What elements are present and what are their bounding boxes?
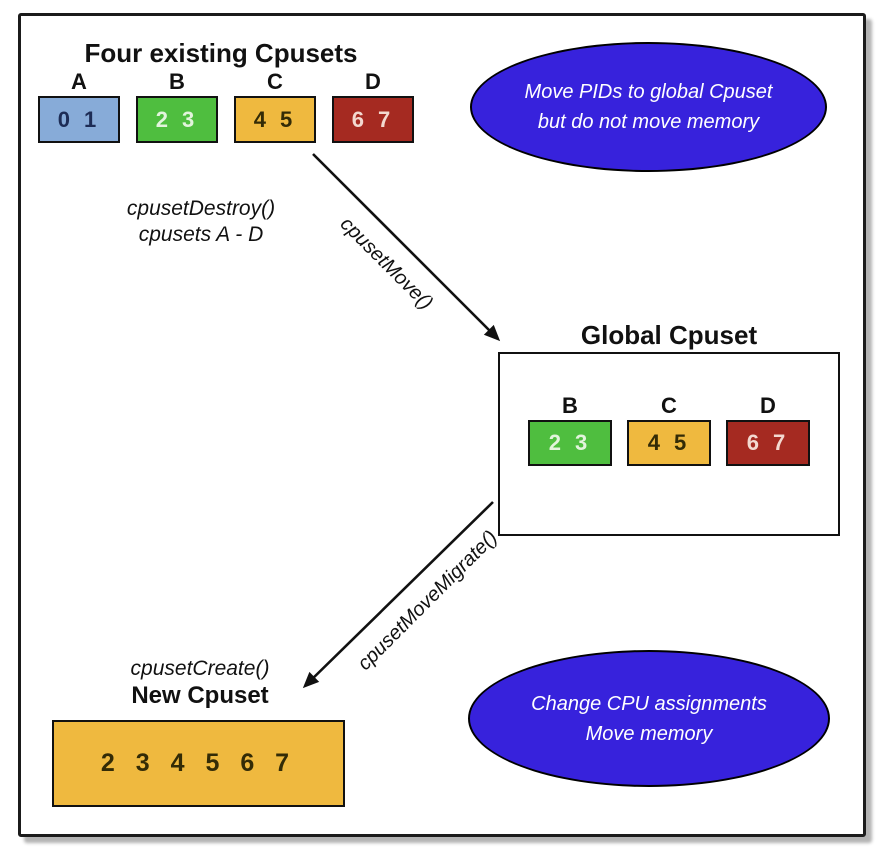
global-cpuset-c: C 4 5	[627, 394, 711, 466]
existing-cpusets-title: Four existing Cpusets	[84, 38, 358, 68]
move-pids-bubble: Move PIDs to global Cpuset but do not mo…	[470, 42, 827, 172]
new-cpuset-box: 2 3 4 5 6 7	[52, 720, 345, 807]
cpuset-b: B 2 3	[136, 68, 218, 143]
cpuset-a-label: A	[71, 69, 87, 94]
cpuset-a-box: 0 1	[38, 96, 120, 143]
global-cpuset-b: B 2 3	[528, 394, 612, 466]
change-cpu-bubble: Change CPU assignments Move memory	[468, 650, 830, 787]
move-pids-bubble-line1: Move PIDs to global Cpuset	[524, 81, 773, 103]
cpuset-b-box: 2 3	[136, 96, 218, 143]
global-cpuset-b-label: B	[562, 393, 578, 418]
cpuset-b-label: B	[169, 69, 185, 94]
move-pids-bubble-line2: but do not move memory	[537, 111, 760, 133]
global-cpuset-b-box: 2 3	[528, 420, 612, 466]
global-cpuset-c-label: C	[661, 393, 677, 418]
global-cpuset-title: Global Cpuset	[580, 320, 758, 350]
cpuset-d-box: 6 7	[332, 96, 414, 143]
destroy-note-line1: cpusetDestroy()	[126, 197, 276, 220]
destroy-note: cpusetDestroy() cpusets A - D	[90, 196, 312, 248]
change-cpu-bubble-line1: Change CPU assignments	[531, 692, 767, 715]
cpuset-d: D 6 7	[332, 68, 414, 143]
cpuset-a: A 0 1	[38, 68, 120, 143]
new-cpuset-title: New Cpuset	[131, 682, 269, 709]
change-cpu-bubble-line2: Move memory	[585, 722, 713, 745]
global-cpuset-d-label: D	[760, 393, 776, 418]
create-note: cpusetCreate() New Cpuset	[88, 656, 312, 710]
global-cpuset-d-box: 6 7	[726, 420, 810, 466]
destroy-note-line2: cpusets A - D	[138, 223, 264, 246]
create-note-line1: cpusetCreate()	[130, 657, 270, 680]
global-cpuset-c-box: 4 5	[627, 420, 711, 466]
cpuset-c-label: C	[267, 69, 283, 94]
cpuset-c-box: 4 5	[234, 96, 316, 143]
cpuset-d-label: D	[365, 69, 381, 94]
global-cpuset-d: D 6 7	[726, 394, 810, 466]
cpuset-c: C 4 5	[234, 68, 316, 143]
global-cpuset-box: B 2 3 C 4 5 D 6 7	[498, 352, 840, 536]
